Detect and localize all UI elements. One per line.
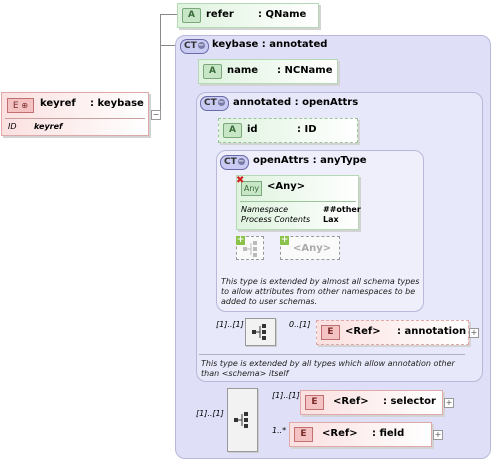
sequence-glyph-icon — [252, 324, 266, 340]
element-badge: E ⊕ — [7, 98, 34, 113]
attribute-name-label: name — [227, 65, 259, 76]
ref-label: <Ref> — [322, 428, 358, 439]
openattrs-note: This type is extended by almost all sche… — [221, 277, 420, 306]
attribute-name-label: id — [247, 124, 258, 135]
collapse-icon[interactable]: − — [237, 157, 245, 165]
element-badge: E — [321, 325, 340, 340]
attribute-name: refer — [206, 9, 234, 20]
tree-icon — [243, 241, 257, 257]
attribute-type: : NCName — [277, 65, 333, 76]
attribute-name[interactable]: A name : NCName — [198, 59, 338, 84]
expand-icon[interactable]: − — [151, 110, 161, 120]
complex-type-badge: CT− — [200, 96, 229, 111]
selector-multiplicity: [1]..[1] — [272, 391, 300, 400]
ref-name: : selector — [383, 396, 436, 407]
add-icon: + — [236, 235, 245, 245]
remove-icon: ✖ — [236, 175, 245, 186]
element-badge: E — [294, 427, 313, 442]
keybase-title: keybase : annotated — [212, 39, 328, 50]
complex-type-badge: CT− — [220, 155, 249, 170]
annotated-title: annotated : openAttrs — [233, 97, 359, 108]
main-sequence-icon[interactable] — [227, 388, 258, 452]
process-contents-value: Lax — [323, 215, 339, 224]
ref-name: : field — [372, 428, 405, 439]
openattrs-title: openAttrs : anyType — [253, 155, 367, 166]
keybase-note: This type is extended by all types which… — [201, 359, 455, 378]
collapse-icon[interactable]: − — [197, 41, 205, 49]
any-element[interactable]: + <Any> — [280, 236, 340, 260]
namespace-value: ##other — [323, 205, 361, 214]
ref-label: <Ref> — [345, 326, 381, 337]
expand-icon[interactable]: + — [433, 430, 443, 440]
expand-icon[interactable]: + — [444, 398, 454, 408]
field-multiplicity: 1..* — [272, 426, 287, 435]
element-ref-field[interactable]: E <Ref> : field — [289, 422, 432, 447]
property-key: ID — [8, 122, 17, 131]
complex-type-badge: CT− — [180, 39, 209, 54]
annotation-sequence-icon[interactable] — [245, 318, 276, 346]
sequence-glyph-icon — [234, 412, 248, 428]
collapse-icon[interactable]: − — [217, 98, 225, 106]
sequence-icon[interactable]: + — [236, 236, 264, 260]
element-name: keyref — [40, 98, 76, 109]
main-seq-multiplicity: [1]..[1] — [196, 409, 224, 418]
attribute-type: : ID — [297, 124, 317, 135]
element-badge: E — [305, 395, 324, 410]
any-badge: Any — [241, 181, 262, 196]
any-element-name: <Any> — [293, 243, 332, 254]
attribute-id[interactable]: A id : ID — [218, 118, 358, 143]
ref-name: : annotation — [397, 326, 467, 337]
keybase-divider — [199, 354, 465, 355]
attribute-badge: A — [223, 123, 242, 138]
namespace-label: Namespace — [241, 205, 289, 214]
attribute-refer[interactable]: A refer : QName — [177, 3, 319, 28]
add-icon: + — [280, 235, 289, 245]
element-ref-selector[interactable]: E <Ref> : selector — [300, 390, 443, 415]
annotation-multiplicity: 0..[1] — [289, 320, 311, 329]
element-ref-annotation[interactable]: E <Ref> : annotation — [316, 320, 469, 345]
property-value: keyref — [34, 122, 63, 131]
annotation-seq-multiplicity: [1]..[1] — [216, 320, 244, 329]
element-type: : keybase — [90, 98, 144, 109]
ref-label: <Ref> — [333, 396, 369, 407]
any-attribute[interactable]: Any ✖ <Any> Namespace ##other Process Co… — [236, 175, 361, 230]
attribute-badge: A — [203, 64, 222, 79]
process-contents-label: Process Contents — [241, 215, 311, 224]
expand-icon[interactable]: + — [469, 328, 479, 338]
any-name: <Any> — [267, 181, 306, 192]
attribute-badge: A — [182, 8, 201, 23]
element-keyref[interactable]: E ⊕ keyref : keybase ID keyref — [1, 92, 149, 136]
attribute-type: : QName — [258, 9, 307, 20]
